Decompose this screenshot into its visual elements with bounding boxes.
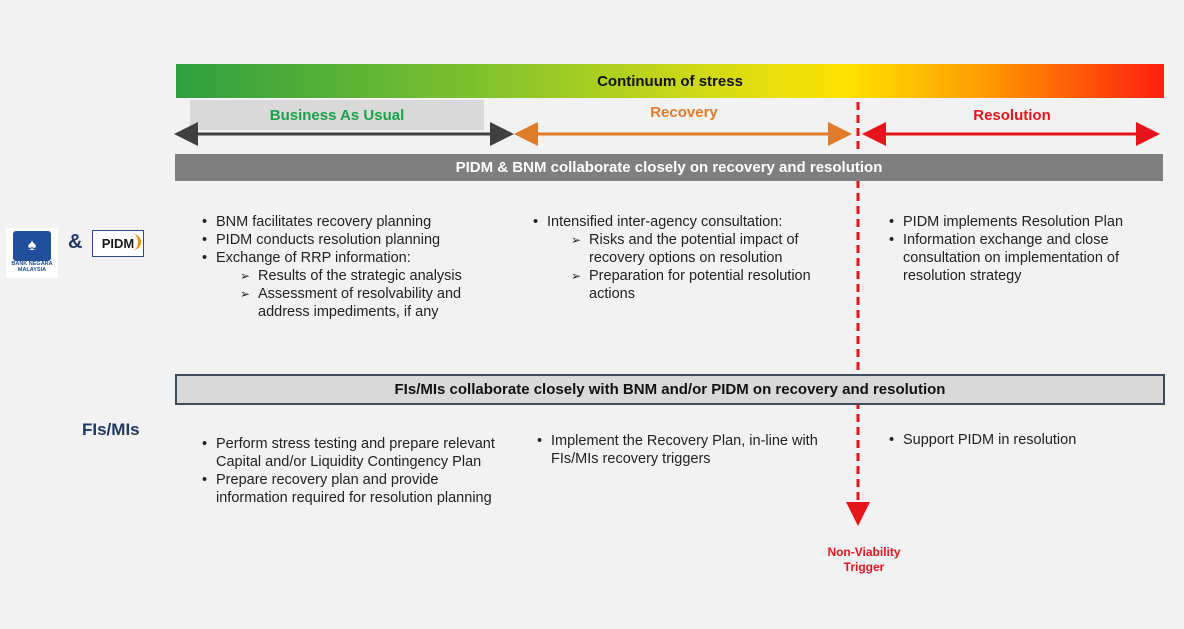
sub-list-item: Risks and the potential impact of recove… <box>571 231 821 267</box>
bnm-logo-text-1: BANK NEGARA <box>11 261 53 267</box>
trigger-line-1: Non-Viability <box>827 545 901 559</box>
list-item-text: Intensified inter-agency consultation: <box>547 214 783 230</box>
list-item: Prepare recovery plan and provide inform… <box>200 471 505 507</box>
list-item: Support PIDM in resolution <box>887 431 1147 449</box>
phase-bau-label: Business As Usual <box>269 106 405 124</box>
bnm-logo: ♠ BANK NEGARA MALAYSIA <box>6 228 58 278</box>
list-item: PIDM conducts resolution planning <box>200 231 490 249</box>
non-viability-trigger-label: Non-Viability Trigger <box>816 545 912 575</box>
sub-list-item: Preparation for potential resolution act… <box>571 267 821 303</box>
continuum-of-stress-bar: Continuum of stress <box>176 64 1164 98</box>
pidm-swoosh-icon <box>124 234 141 250</box>
sub-list: Risks and the potential impact of recove… <box>547 231 821 303</box>
pidm-bnm-bau-list: BNM facilitates recovery planning PIDM c… <box>200 213 490 321</box>
trigger-line-2: Trigger <box>843 560 885 574</box>
fis-mis-banner: FIs/MIs collaborate closely with BNM and… <box>175 374 1165 405</box>
bnm-logo-text-2: MALAYSIA <box>17 267 47 273</box>
phase-recovery-label: Recovery <box>650 104 718 121</box>
pidm-bnm-recovery-list: Intensified inter-agency consultation: R… <box>531 213 821 303</box>
list-item: BNM facilitates recovery planning <box>200 213 490 231</box>
list-item: Implement the Recovery Plan, in-line wit… <box>535 432 835 468</box>
bnm-emblem-icon: ♠ <box>13 231 51 261</box>
fis-mis-bau-list: Perform stress testing and prepare relev… <box>200 435 505 507</box>
list-item: Perform stress testing and prepare relev… <box>200 435 505 471</box>
fis-mis-recovery-list: Implement the Recovery Plan, in-line wit… <box>535 432 835 468</box>
list-item: PIDM implements Resolution Plan <box>887 213 1147 231</box>
list-item-text: Exchange of RRP information: <box>216 250 411 266</box>
fis-mis-resolution-list: Support PIDM in resolution <box>887 431 1147 449</box>
fis-mis-banner-text: FIs/MIs collaborate closely with BNM and… <box>394 381 946 398</box>
sub-list-item: Assessment of resolvability and address … <box>240 285 490 321</box>
pidm-logo: PIDM <box>92 230 144 257</box>
continuum-title: Continuum of stress <box>597 72 743 90</box>
list-item: Information exchange and close consultat… <box>887 231 1147 285</box>
list-item: Intensified inter-agency consultation: R… <box>531 213 821 303</box>
list-item: Exchange of RRP information: Results of … <box>200 249 490 321</box>
phase-resolution-label: Resolution <box>973 107 1051 124</box>
fis-mis-row-label: FIs/MIs <box>82 420 140 439</box>
pidm-bnm-banner-text: PIDM & BNM collaborate closely on recove… <box>455 159 883 176</box>
pidm-bnm-resolution-list: PIDM implements Resolution Plan Informat… <box>887 213 1147 285</box>
sub-list-item: Results of the strategic analysis <box>240 267 490 285</box>
pidm-bnm-banner: PIDM & BNM collaborate closely on recove… <box>175 154 1163 181</box>
sub-list: Results of the strategic analysis Assess… <box>216 267 490 321</box>
ampersand: & <box>68 231 83 253</box>
